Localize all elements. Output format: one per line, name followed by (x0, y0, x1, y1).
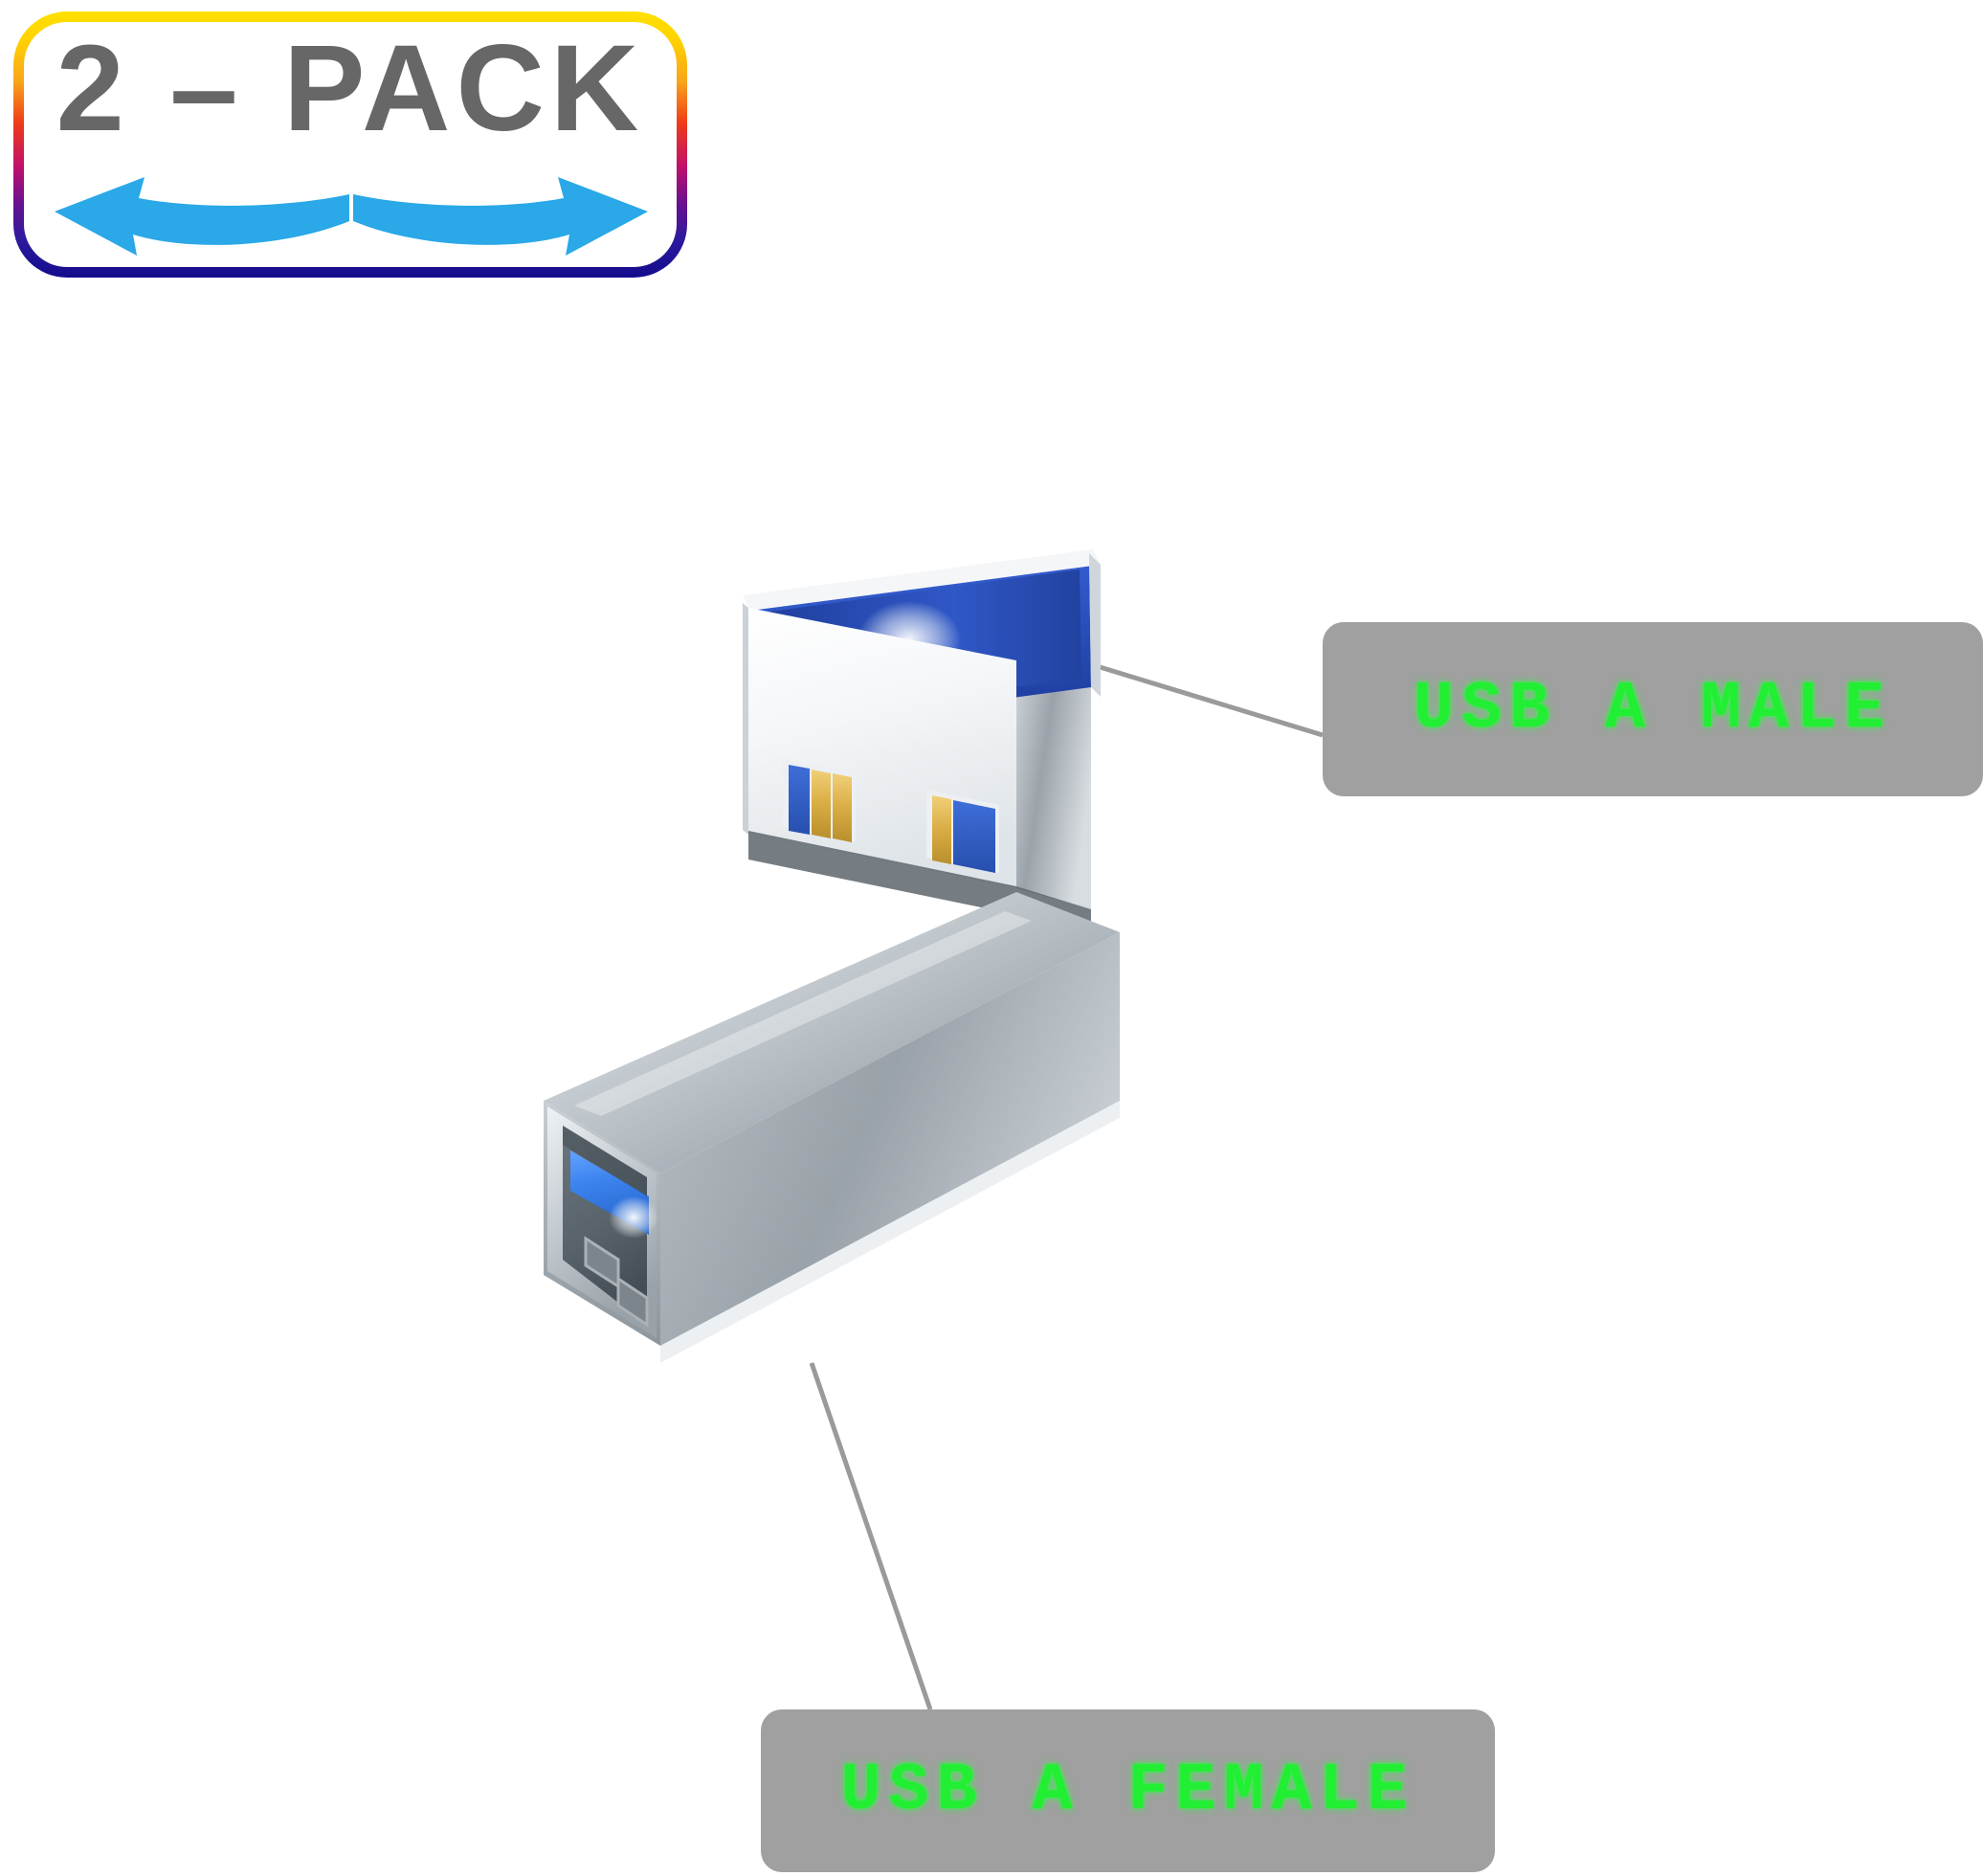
callout-usb-a-male-text: USB A MALE (1413, 671, 1893, 748)
callout-usb-a-female-text: USB A FEMALE (840, 1753, 1415, 1829)
two-pack-label: 2 – PACK (56, 20, 645, 157)
male-left-edge (743, 603, 748, 835)
right-curved-arrow (353, 177, 648, 256)
male-contact-window-left (783, 759, 856, 842)
two-pack-badge: 2 – PACK (13, 11, 687, 278)
usb-a-right-angle-adapter (544, 549, 1120, 1363)
callout-usb-a-male: USB A MALE (1323, 622, 1983, 796)
body-top-specular (574, 911, 1032, 1116)
body-bottom-edge (660, 1101, 1120, 1363)
female-tongue-glow (609, 1196, 658, 1239)
usb-a-male-connector (743, 549, 1101, 940)
left-curved-arrow (55, 177, 349, 256)
female-retention-tab-2 (616, 1276, 649, 1328)
two-pack-arrows (55, 177, 648, 256)
body-side-face (660, 932, 1120, 1346)
usb-a-female-connector (547, 1106, 658, 1338)
body-top-face (544, 892, 1120, 1173)
male-base-shadow (748, 831, 1091, 940)
male-shell-right-lip (1089, 553, 1101, 697)
male-side-face (1016, 660, 1091, 909)
callout-usb-a-female: USB A FEMALE (761, 1709, 1495, 1872)
female-cavity-top-shade (563, 1126, 647, 1196)
male-contact-window-right (926, 790, 999, 873)
male-shell-top-lip (743, 549, 1101, 611)
